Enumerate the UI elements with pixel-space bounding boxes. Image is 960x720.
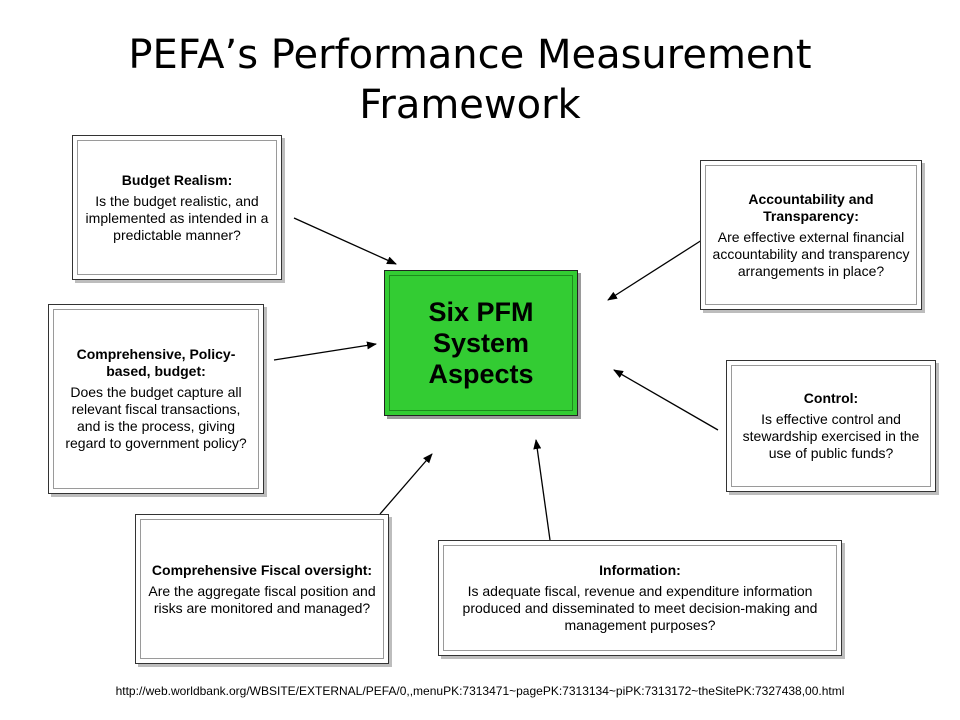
information-box: Information: Is adequate fiscal, revenue… bbox=[438, 540, 842, 656]
control-heading: Control: bbox=[803, 390, 859, 406]
arrow-fiscal-oversight bbox=[379, 453, 433, 515]
comprehensive-policy-body: Does the budget capture all relevant fis… bbox=[65, 384, 247, 451]
control-box: Control: Is effective control and stewar… bbox=[726, 360, 936, 492]
page-title: PEFA’s Performance Measurement Framework bbox=[128, 32, 812, 128]
comprehensive-policy-heading: Comprehensive, Policy-based, budget: bbox=[76, 346, 236, 379]
accountability-body: Are effective external financial account… bbox=[712, 228, 910, 279]
source-url: http://web.worldbank.org/WBSITE/EXTERNAL… bbox=[115, 684, 845, 698]
accountability-heading: Accountability and Transparency: bbox=[748, 190, 874, 224]
arrow-budget-realism bbox=[293, 217, 397, 265]
center-box: Six PFM System Aspects bbox=[384, 270, 578, 416]
budget-realism-heading: Budget Realism: bbox=[121, 171, 233, 188]
arrow-comprehensive-policy bbox=[273, 341, 377, 361]
fiscal-oversight-body: Are the aggregate fiscal position and ri… bbox=[148, 582, 376, 616]
information-heading: Information: bbox=[599, 562, 681, 578]
control-body: Is effective control and stewardship exe… bbox=[742, 411, 920, 461]
fiscal-oversight-heading: Comprehensive Fiscal oversight: bbox=[151, 561, 373, 578]
accountability-box: Accountability and Transparency: Are eff… bbox=[700, 160, 922, 310]
arrow-control bbox=[613, 369, 719, 431]
arrow-information bbox=[533, 439, 551, 541]
comprehensive-policy-box: Comprehensive, Policy-based, budget: Doe… bbox=[48, 304, 264, 494]
budget-realism-body: Is the budget realistic, and implemented… bbox=[85, 192, 269, 243]
information-body: Is adequate fiscal, revenue and expendit… bbox=[462, 583, 818, 633]
budget-realism-box: Budget Realism: Is the budget realistic,… bbox=[72, 135, 282, 280]
fiscal-oversight-box: Comprehensive Fiscal oversight: Are the … bbox=[135, 514, 389, 664]
center-label: Six PFM System Aspects bbox=[428, 296, 534, 389]
arrow-accountability bbox=[607, 239, 703, 301]
